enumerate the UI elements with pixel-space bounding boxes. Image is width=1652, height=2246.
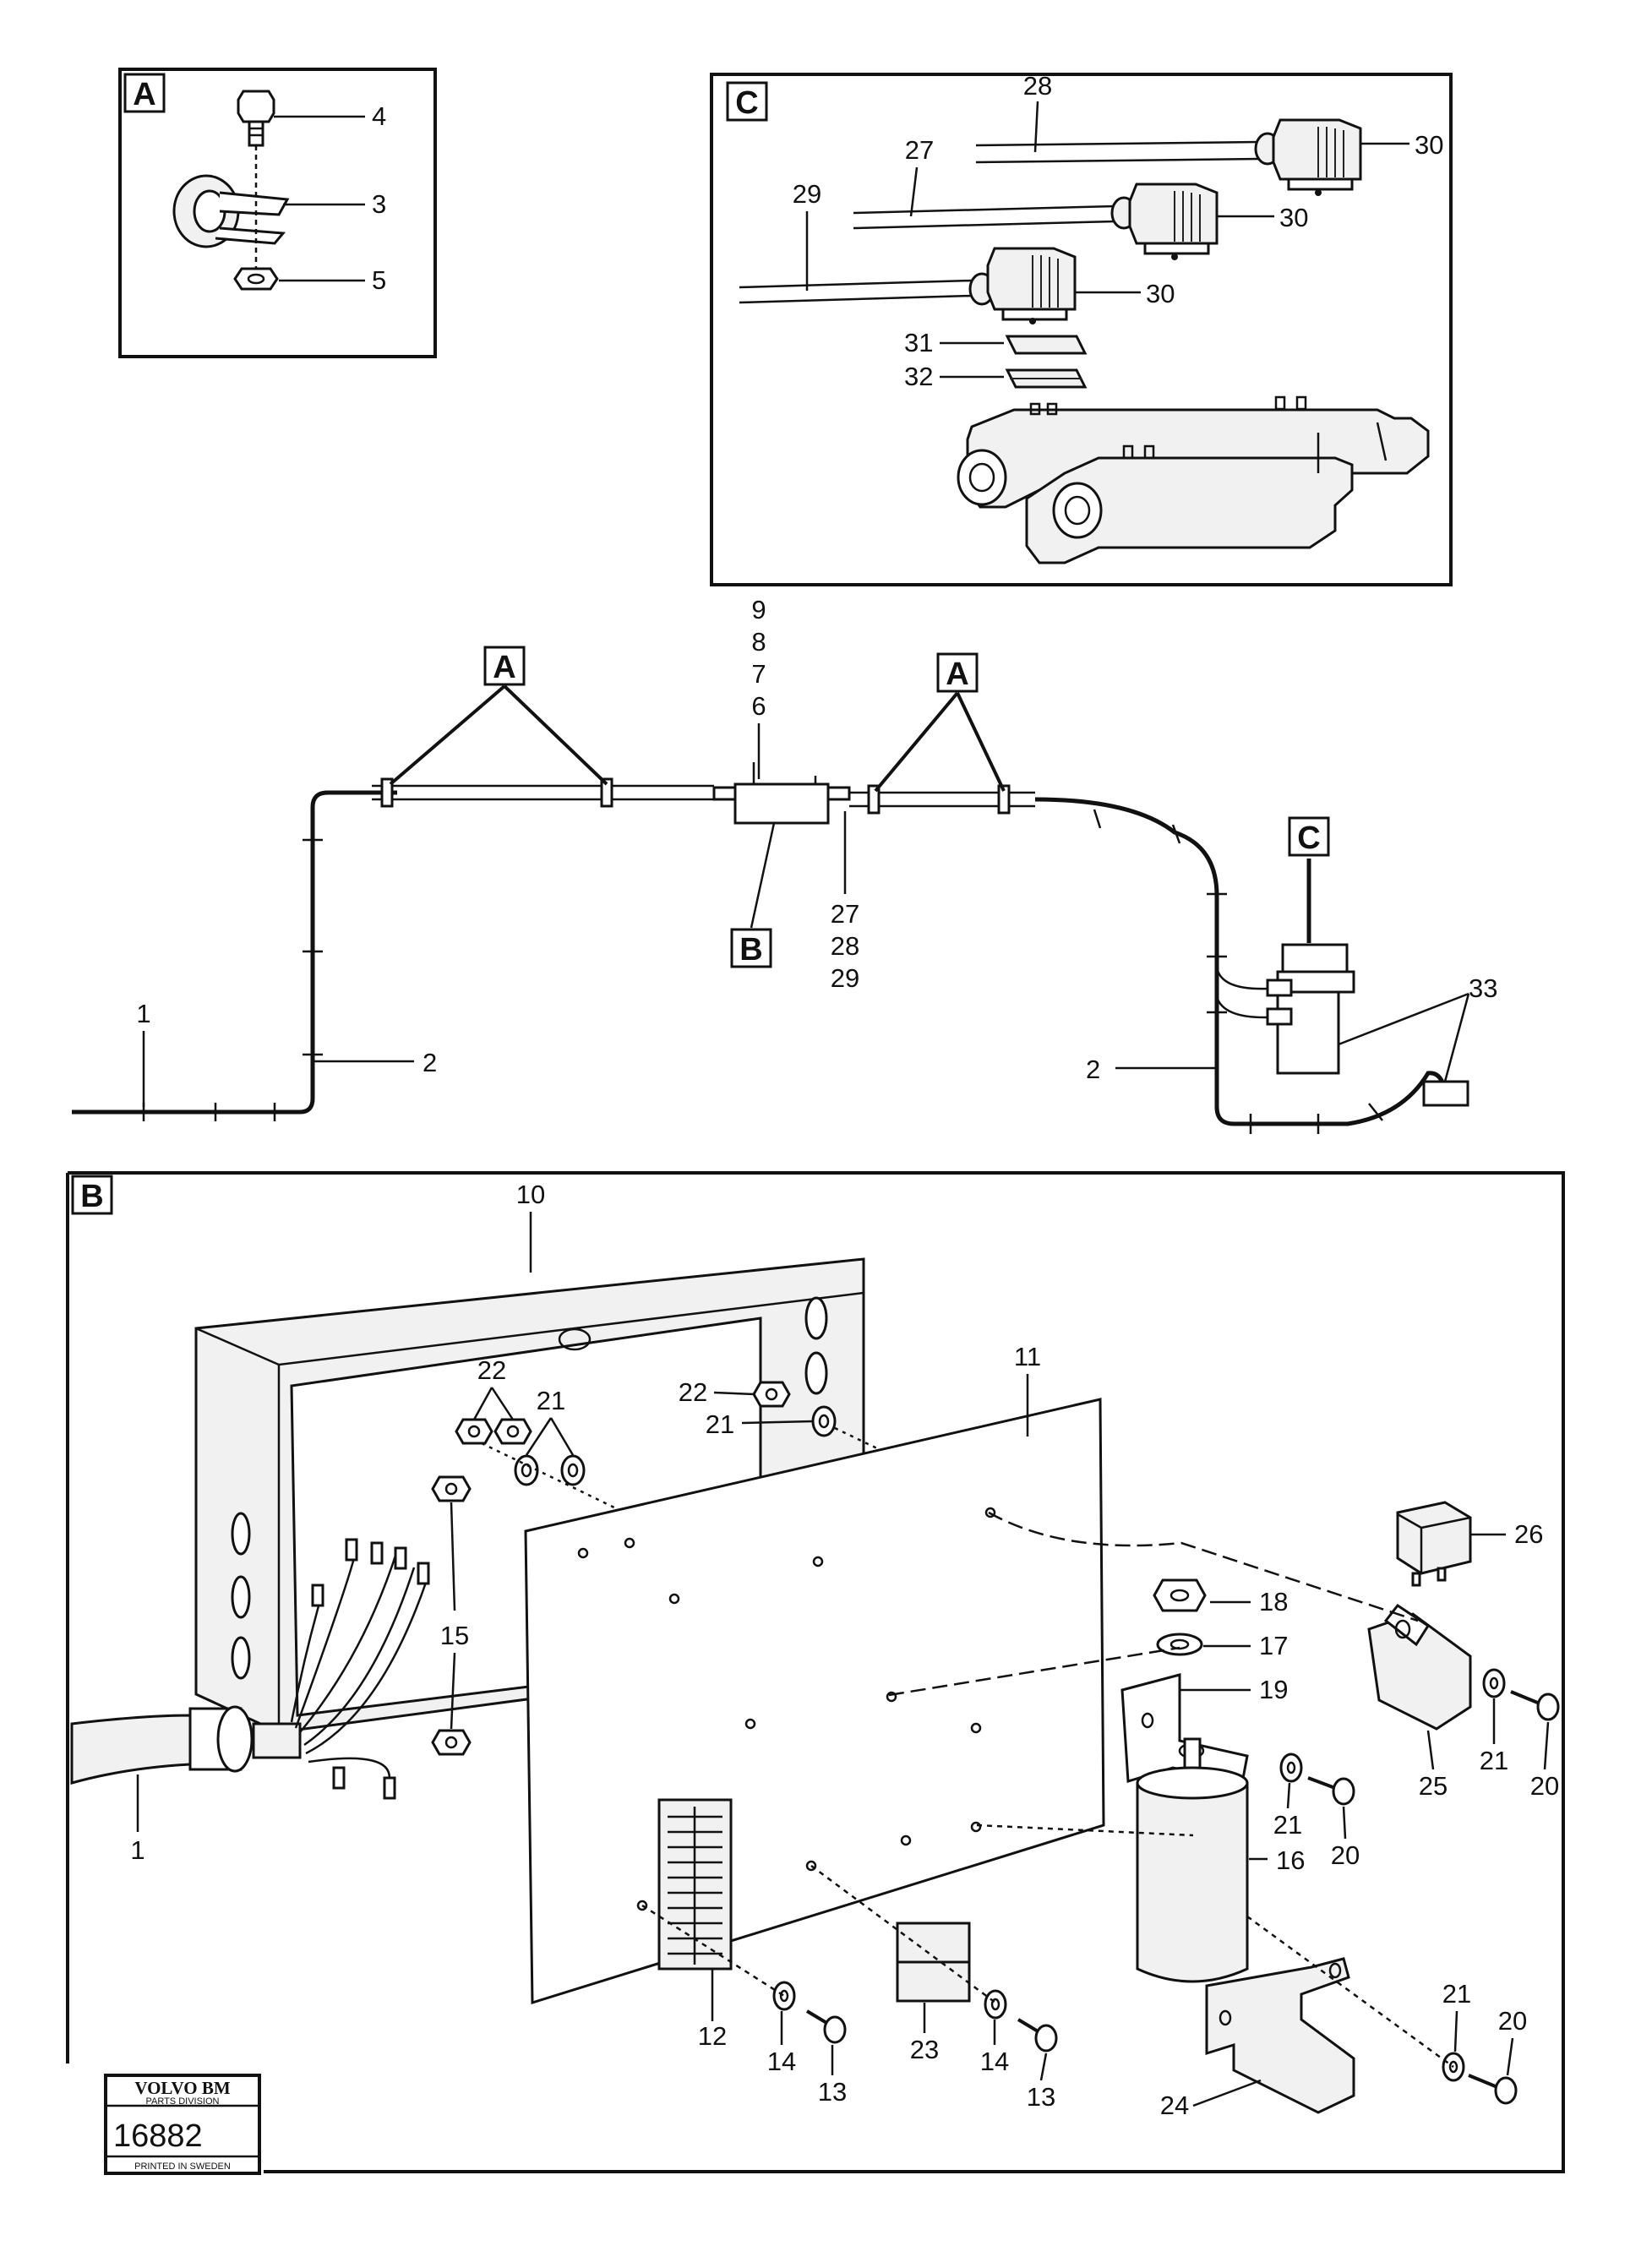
callout-1: 1 — [136, 999, 150, 1028]
callout-13: 13 — [1027, 2082, 1055, 2112]
callout-4: 4 — [372, 101, 386, 131]
callout-21: 21 — [1442, 1979, 1471, 2009]
callout-6: 6 — [751, 691, 766, 721]
clip-icon — [380, 777, 394, 808]
callout-10: 10 — [516, 1180, 545, 1209]
callout-27: 27 — [831, 899, 859, 929]
harness-tag-c: C — [1297, 820, 1320, 856]
clip-icon — [867, 784, 881, 815]
clip-icon — [997, 784, 1011, 815]
nut-icon — [431, 1475, 472, 1756]
connector-icon — [968, 247, 1077, 324]
clip-icon — [600, 777, 613, 808]
callout-30: 30 — [1415, 130, 1443, 160]
callout-2: 2 — [1086, 1055, 1100, 1084]
callout-30: 30 — [1279, 203, 1308, 232]
nut-icon — [1153, 1578, 1207, 1612]
callout-3: 3 — [372, 189, 386, 219]
callout-22: 22 — [679, 1377, 707, 1407]
callout-28: 28 — [1023, 71, 1052, 101]
callout-24: 24 — [1160, 2091, 1189, 2120]
connector-icon — [1110, 183, 1219, 260]
washer-icon — [772, 1981, 1007, 2020]
callout-11: 11 — [1014, 1342, 1041, 1371]
washer-icon — [1156, 1633, 1203, 1656]
callout-7: 7 — [751, 659, 766, 689]
detail-c-panel: C — [710, 71, 1453, 586]
callout-21: 21 — [1480, 1746, 1508, 1775]
callout-20: 20 — [1331, 1840, 1360, 1870]
detail-b-panel: B — [66, 1171, 1565, 2173]
nut-icon — [233, 267, 279, 291]
callout-1: 1 — [130, 1835, 144, 1865]
drawing-number: 16882 — [113, 2118, 203, 2154]
capacitor-icon — [1136, 1737, 1249, 1983]
callout-20: 20 — [1530, 1771, 1559, 1801]
logo-printed: PRINTED IN SWEDEN — [134, 2162, 231, 2172]
callout-12: 12 — [698, 2021, 727, 2051]
callout-27: 27 — [905, 135, 934, 165]
detail-c-tag: C — [735, 85, 758, 121]
callout-26: 26 — [1514, 1519, 1543, 1549]
callout-29: 29 — [831, 963, 859, 993]
callout-15: 15 — [440, 1621, 469, 1650]
junction-box-icon — [733, 782, 830, 825]
callout-21: 21 — [706, 1409, 734, 1439]
callout-23: 23 — [910, 2035, 939, 2064]
callout-32: 32 — [904, 362, 933, 391]
callout-20: 20 — [1498, 2006, 1527, 2036]
callout-14: 14 — [767, 2047, 796, 2076]
relay-socket-icon — [1367, 1603, 1472, 1731]
nut-icon — [455, 1381, 791, 1445]
callout-8: 8 — [751, 627, 766, 657]
callout-25: 25 — [1419, 1771, 1448, 1801]
harness-tag-a-left: A — [493, 650, 515, 685]
callout-14: 14 — [980, 2047, 1009, 2076]
cable-clamp-icon — [172, 174, 290, 248]
callout-21: 21 — [537, 1386, 565, 1415]
callout-22: 22 — [477, 1355, 506, 1385]
callout-5: 5 — [372, 265, 386, 295]
logo-brand: VOLVO BM — [134, 2078, 230, 2098]
detail-b-tag: B — [80, 1179, 103, 1214]
gasket-icon — [1005, 335, 1088, 355]
connector-icon — [1254, 118, 1362, 196]
callout-31: 31 — [904, 328, 933, 357]
harness-tag-a-right: A — [946, 657, 968, 692]
detail-a-tag: A — [133, 77, 155, 112]
volvo-bm-logo-box: VOLVO BM PARTS DIVISION 16882 PRINTED IN… — [104, 2074, 261, 2175]
callout-18: 18 — [1259, 1587, 1288, 1616]
detail-a-panel: A 4 3 5 — [118, 68, 437, 358]
bracket-icon — [1205, 1957, 1355, 2114]
screw-icon — [1307, 1690, 1560, 2105]
logo-division: PARTS DIVISION — [145, 2096, 219, 2107]
relay-base-icon — [896, 1922, 971, 2003]
callout-28: 28 — [831, 931, 859, 961]
callout-29: 29 — [793, 179, 821, 209]
harness-tag-b: B — [739, 932, 762, 968]
callout-9: 9 — [751, 595, 766, 624]
relay-icon — [1396, 1501, 1472, 1587]
cable-gland-icon — [70, 1538, 430, 1800]
callout-17: 17 — [1259, 1631, 1288, 1660]
callout-2: 2 — [423, 1048, 437, 1077]
valve-block-icon — [957, 395, 1430, 564]
callout-33: 33 — [1469, 973, 1497, 1003]
solenoid-valve-icon — [1215, 943, 1355, 1075]
callout-16: 16 — [1276, 1845, 1305, 1875]
callout-19: 19 — [1259, 1675, 1288, 1704]
bolt-icon — [237, 90, 275, 147]
plug-icon — [1422, 1080, 1469, 1107]
screw-icon — [805, 2009, 1058, 2052]
callout-21: 21 — [1273, 1810, 1302, 1840]
harness-overview: A A B C 9 8 7 6 27 28 29 1 2 2 33 — [72, 595, 1497, 1134]
terminal-block-icon — [657, 1798, 733, 1971]
callout-13: 13 — [818, 2077, 847, 2107]
callout-30: 30 — [1146, 279, 1175, 308]
washer-icon — [1279, 1668, 1506, 2082]
